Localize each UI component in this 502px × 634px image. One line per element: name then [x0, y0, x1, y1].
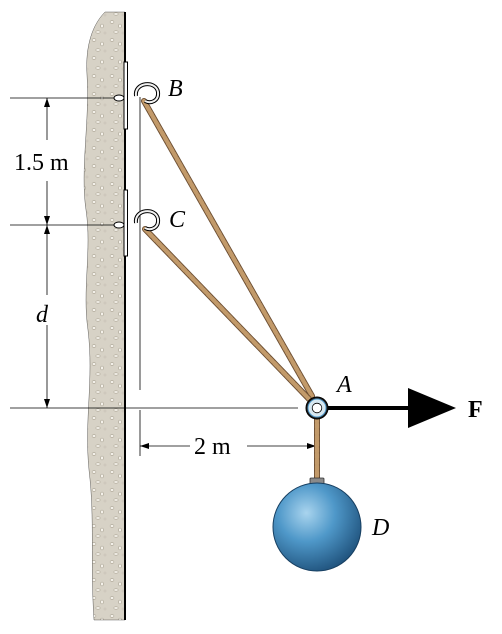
hook-b	[113, 82, 161, 105]
label-dimension-horizontal: 2 m	[194, 434, 231, 460]
ring-a	[305, 396, 329, 420]
dimension-d	[44, 225, 50, 408]
rope-ac	[142, 226, 312, 402]
label-force: F	[468, 397, 483, 423]
dimension-bc	[44, 98, 50, 225]
rope-ab	[141, 98, 315, 399]
label-a: A	[335, 372, 352, 398]
label-dimension-bc: 1.5 m	[14, 150, 69, 176]
wall	[83, 11, 126, 621]
sphere-d	[272, 477, 362, 572]
label-dimension-d: d	[36, 302, 49, 328]
mount-plate-b	[123, 61, 128, 130]
label-b: B	[168, 76, 183, 102]
mount-plate-c	[123, 189, 128, 257]
label-c: C	[169, 207, 186, 233]
hook-c	[113, 209, 161, 232]
label-d: D	[371, 515, 389, 541]
